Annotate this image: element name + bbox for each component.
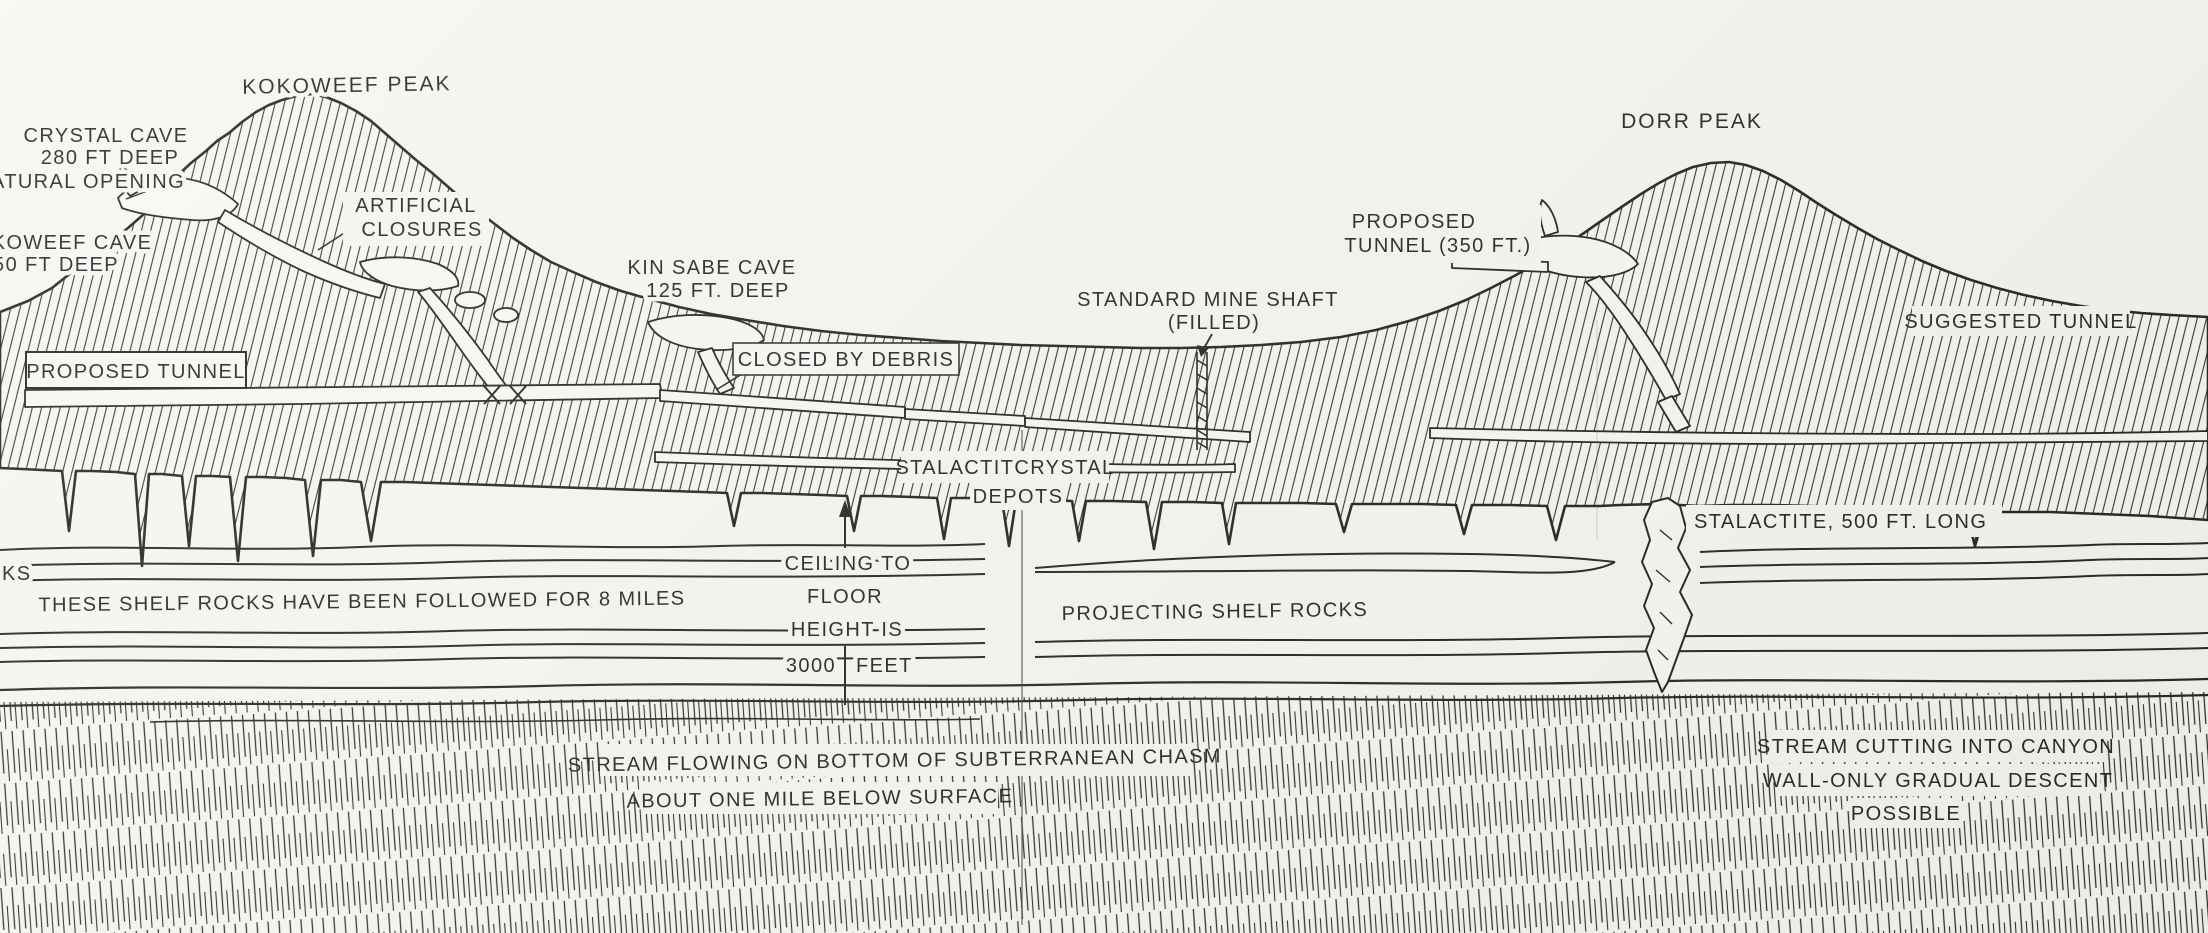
- artificial-closures-bg: [343, 192, 489, 246]
- closed-by-debris-box: [732, 342, 960, 376]
- label-artificial-closures-1: ARTIFICIAL: [355, 195, 476, 217]
- left-cave-system: [24, 165, 1236, 474]
- closed-by-debris-leader: [715, 373, 743, 391]
- label-proposed-tunnel-right-1: PROPOSED: [1352, 211, 1477, 233]
- label-mine-shaft-1: STANDARD MINE SHAFT: [1077, 289, 1339, 311]
- stalactite-crystal-bg: [901, 451, 1109, 483]
- label-stream-canyon-3: POSSIBLE: [1851, 803, 1961, 825]
- shelf-rocks-left-lines: [0, 543, 986, 663]
- label-kokoweef-cave-2: 50 FT DEEP: [0, 254, 119, 276]
- stalactite-500-bg: [1686, 505, 2002, 537]
- suggested-tunnel-bg: [1912, 306, 2130, 336]
- mine-shaft-pointer: [1197, 333, 1213, 357]
- label-stalactite-crystal-2: DEPOTS: [973, 486, 1064, 508]
- label-artificial-closures-2: CLOSURES: [361, 219, 482, 241]
- label-kokoweef-peak: KOKOWEEF PEAK: [242, 72, 452, 99]
- kin-sabe-cave-chamber: [647, 314, 765, 352]
- main-tunnel-passage: [24, 383, 663, 408]
- mountain-cross-section-mass: [0, 92, 2208, 568]
- label-stalactite-crystal-1: STALACTITCRYSTAL: [895, 457, 1114, 479]
- kin-sabe-shaft: [697, 347, 735, 395]
- label-crystal-cave-2: 280 FT DEEP: [41, 147, 179, 169]
- closure-x-marks: [483, 385, 527, 405]
- label-mine-shaft-2: (FILLED): [1168, 312, 1260, 334]
- cave-chamber: [117, 176, 239, 222]
- label-kin-sabe-2: 125 FT. DEEP: [646, 280, 790, 302]
- label-crystal-cave-1: CRYSTAL CAVE: [24, 125, 189, 147]
- label-ceiling-1: CEILING TO: [785, 553, 912, 575]
- stream-canyon-bg1: [1768, 730, 2104, 762]
- label-ceiling-feet: FEET: [856, 655, 913, 677]
- label-shelf-fragment: KS: [2, 563, 31, 585]
- label-suggested-tunnel: SUGGESTED TUNNEL: [1904, 311, 2137, 333]
- label-ceiling-2: FLOOR: [807, 586, 883, 608]
- cave-opening-tube: [1538, 199, 1559, 237]
- stream-canyon-bg3: [1850, 798, 1962, 828]
- natural-opening-leader: [125, 189, 151, 200]
- cave-pocket: [493, 307, 519, 323]
- stream-chasm-bg1: [600, 744, 1192, 776]
- label-ceiling-3000: 3000: [786, 655, 836, 677]
- label-stream-chasm-2: ABOUT ONE MILE BELOW SURFACE: [626, 785, 1013, 812]
- stalactite-crystal-bg2: [970, 482, 1066, 510]
- ceiling-floor-measure: [839, 500, 851, 705]
- cave-pocket: [454, 291, 486, 309]
- cave-tube-descending: [217, 209, 386, 299]
- center-passage: [1024, 417, 1251, 443]
- chasm-floor-hatched-region: [0, 692, 2208, 933]
- label-ceiling-3: HEIGHT IS: [791, 619, 903, 641]
- proposed-tunnel-right-bg: [1335, 205, 1541, 263]
- label-kin-sabe-1: KIN SABE CAVE: [628, 257, 797, 279]
- label-dorr-peak: DORR PEAK: [1621, 110, 1763, 133]
- label-stream-canyon-2: WALL-ONLY GRADUAL DESCENT: [1763, 770, 2114, 792]
- proposed-tunnel-left-box: [25, 351, 247, 389]
- label-projecting-shelf: PROJECTING SHELF ROCKS: [1062, 599, 1369, 625]
- label-crystal-cave-3: ATURAL OPENING: [0, 171, 185, 193]
- label-proposed-tunnel-left: PROPOSED TUNNEL: [26, 361, 246, 383]
- stalactite-500ft: [1641, 497, 1693, 693]
- label-stalactite-500: STALACTITE, 500 FT. LONG: [1694, 511, 1987, 533]
- shelf-rocks-right-lines: [1034, 542, 2208, 658]
- cave-chamber: [359, 256, 460, 292]
- stream-chasm-bg2: [642, 782, 998, 814]
- cave-opening-tube: [119, 165, 142, 197]
- stream-canyon-bg2: [1776, 764, 2100, 796]
- label-kokoweef-cave-1: KOWEEF CAVE: [0, 232, 152, 254]
- chasm-floor-boundary: [0, 677, 2208, 723]
- label-stream-canyon-1: STREAM CUTTING INTO CANYON: [1757, 736, 2115, 758]
- standard-mine-shaft: [1196, 352, 1208, 450]
- label-proposed-tunnel-right-2: TUNNEL (350 FT.): [1344, 235, 1531, 257]
- label-closed-by-debris: CLOSED BY DEBRIS: [738, 349, 955, 371]
